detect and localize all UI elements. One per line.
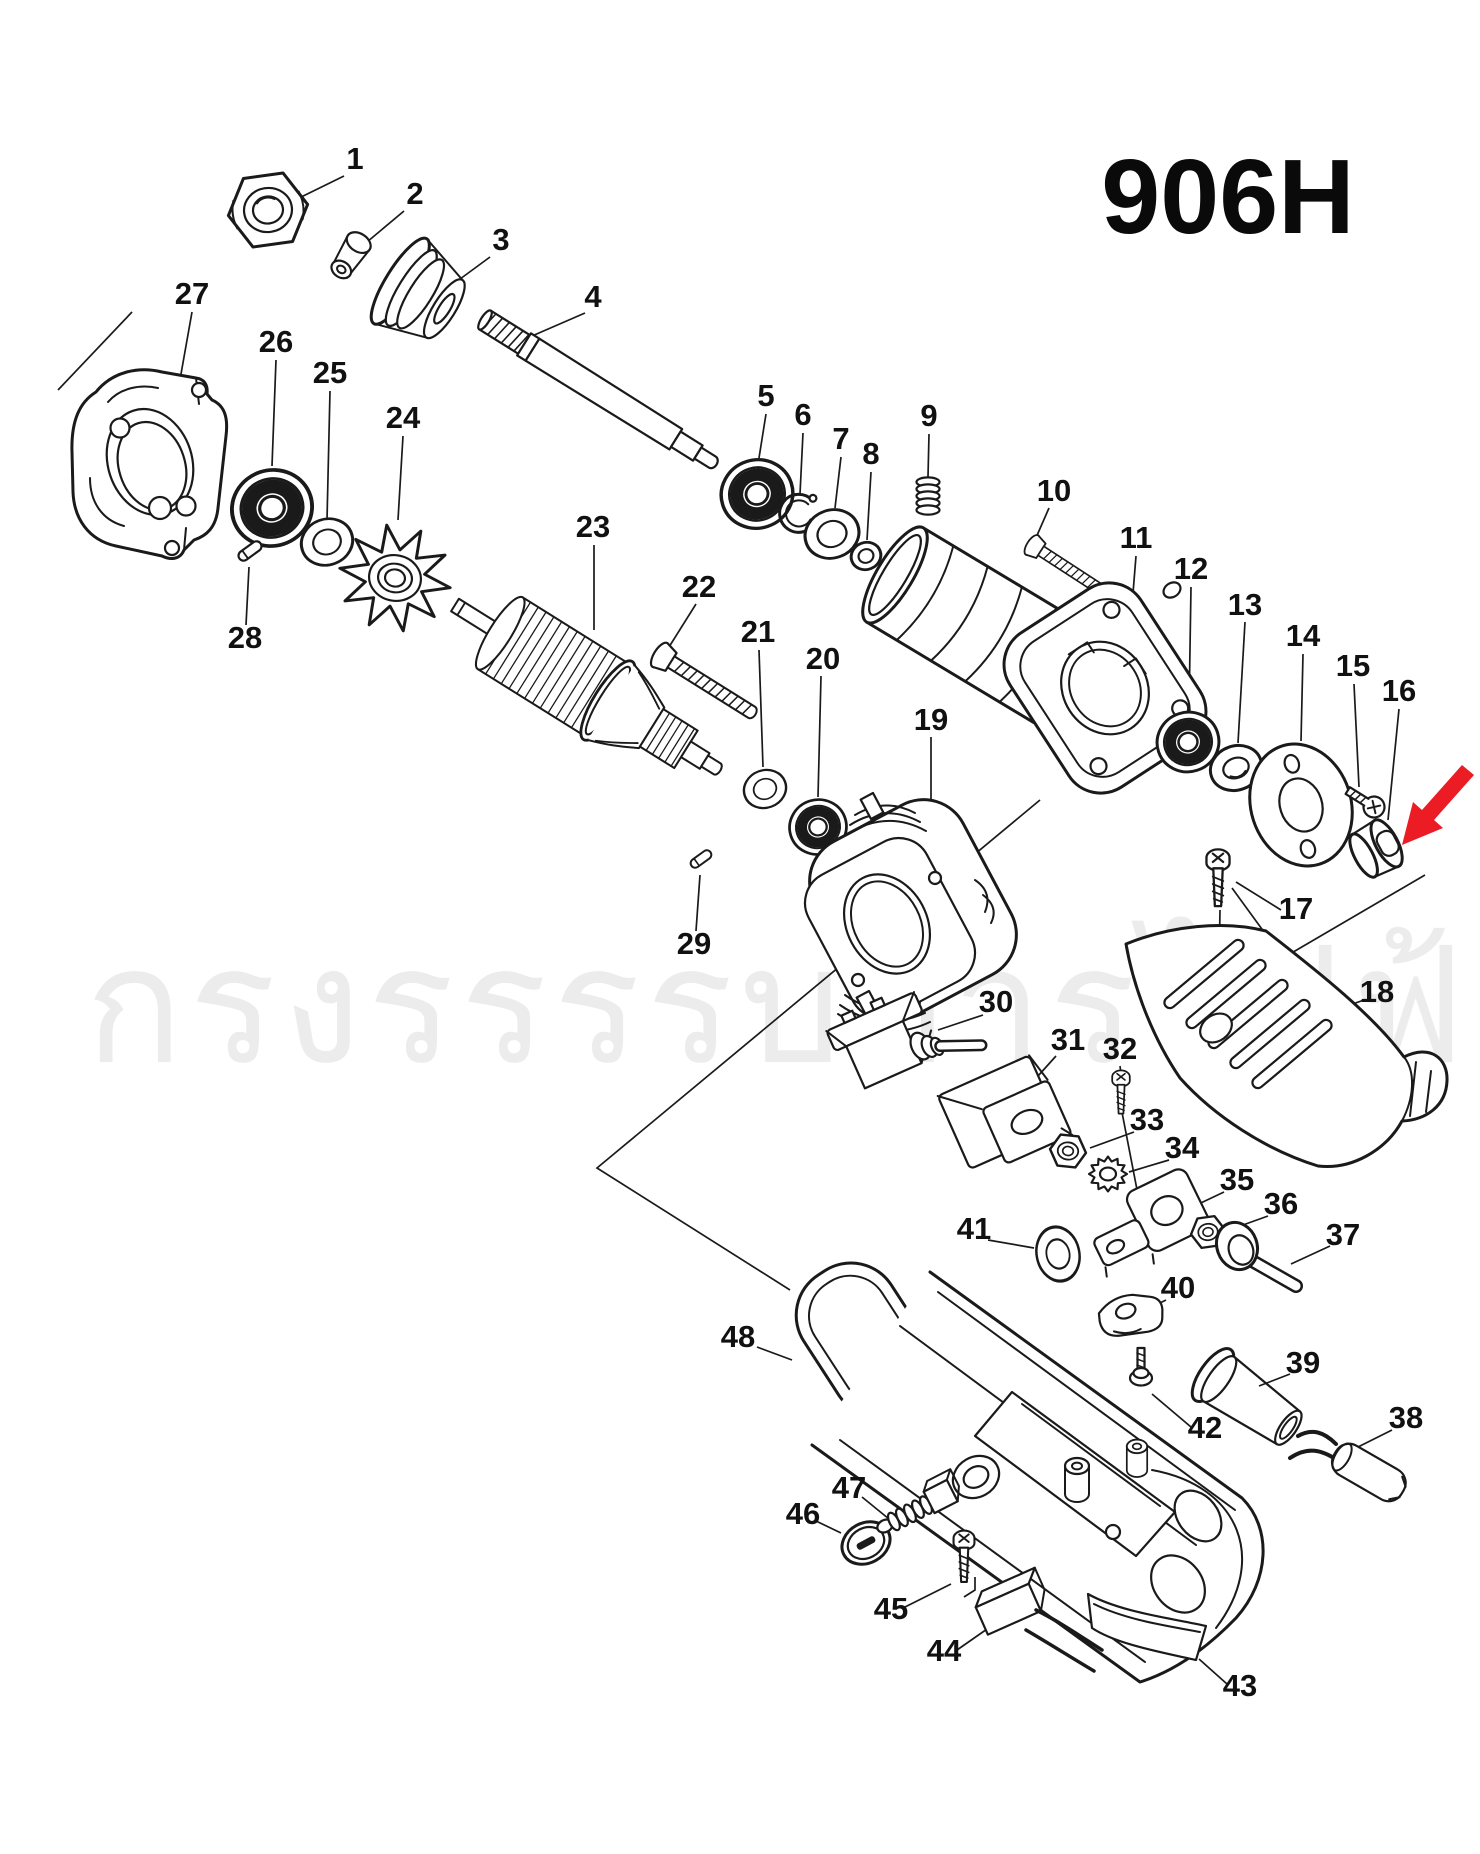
part-15-screw — [1344, 786, 1386, 819]
part-label-6: 6 — [794, 397, 811, 432]
part-label-14: 14 — [1286, 618, 1321, 653]
part-label-21: 21 — [741, 614, 775, 649]
part-label-27: 27 — [175, 276, 209, 311]
part-35-bracket-plate — [1093, 1168, 1214, 1278]
part-label-2: 2 — [406, 176, 423, 211]
part-label-12: 12 — [1174, 551, 1208, 586]
part-17-screw — [1205, 848, 1231, 908]
part-2-collet — [330, 231, 372, 280]
parts — [70, 171, 1449, 1684]
part-30-switch — [825, 991, 988, 1090]
part-label-26: 26 — [259, 324, 293, 359]
part-label-24: 24 — [386, 400, 421, 435]
part-43-cover-plate — [1086, 1592, 1208, 1662]
part-label-15: 15 — [1336, 648, 1370, 683]
part-label-8: 8 — [862, 436, 879, 471]
part-label-38: 38 — [1389, 1400, 1423, 1435]
part-46-brush-cap — [840, 1520, 892, 1566]
part-23-armature — [450, 595, 723, 776]
part-4-spindle — [477, 309, 719, 470]
part-label-45: 45 — [874, 1591, 908, 1626]
part-24-fan — [338, 523, 452, 633]
part-label-20: 20 — [806, 641, 840, 676]
part-37-lever — [1214, 1220, 1303, 1293]
part-label-10: 10 — [1037, 473, 1071, 508]
part-label-48: 48 — [721, 1319, 755, 1354]
part-28-pin — [235, 538, 265, 564]
part-label-4: 4 — [584, 279, 602, 314]
part-label-7: 7 — [832, 421, 849, 456]
part-9-spring — [915, 476, 941, 516]
part-18-cover — [1124, 924, 1449, 1169]
part-label-9: 9 — [920, 398, 937, 433]
part-label-17: 17 — [1279, 891, 1313, 926]
part-41-ring — [1029, 1221, 1087, 1287]
red-arrow-annotation — [1402, 765, 1474, 845]
part-label-1: 1 — [346, 141, 363, 176]
part-label-11: 11 — [1120, 520, 1153, 555]
part-label-44: 44 — [927, 1633, 962, 1668]
part-29-pin — [687, 847, 715, 871]
part-label-31: 31 — [1051, 1022, 1085, 1057]
part-label-22: 22 — [682, 569, 716, 604]
part-11-housing-flange — [861, 525, 1208, 795]
part-label-5: 5 — [757, 378, 774, 413]
part-label-40: 40 — [1161, 1270, 1195, 1305]
part-39-boot — [1190, 1347, 1303, 1446]
part-16-sleeve — [1348, 818, 1404, 879]
part-47-carbon-brush — [876, 1468, 960, 1534]
part-label-35: 35 — [1220, 1162, 1254, 1197]
part-label-32: 32 — [1103, 1031, 1137, 1066]
part-40-clamp — [1097, 1293, 1164, 1337]
part-label-29: 29 — [677, 926, 711, 961]
part-48-housing — [794, 1261, 1265, 1684]
part-27-bearing-plate — [70, 368, 229, 560]
part-label-36: 36 — [1264, 1186, 1298, 1221]
model-title: 906H — [1101, 138, 1354, 256]
part-label-41: 41 — [957, 1211, 991, 1246]
part-3-collet-holder — [369, 236, 466, 340]
part-label-19: 19 — [914, 702, 948, 737]
part-label-23: 23 — [576, 509, 610, 544]
part-labels: 1 2 3 4 5 6 7 8 9 10 11 12 13 14 15 16 1… — [175, 141, 1423, 1703]
part-label-13: 13 — [1228, 587, 1262, 622]
part-38-cord — [1288, 1429, 1407, 1503]
part-label-42: 42 — [1188, 1410, 1222, 1445]
part-label-39: 39 — [1286, 1345, 1320, 1380]
part-5-bearing — [712, 450, 801, 537]
part-44-brush-block — [974, 1566, 1104, 1673]
part-label-25: 25 — [313, 355, 347, 390]
part-19-stator — [803, 791, 1018, 1033]
part-1-nut — [226, 171, 310, 249]
part-label-37: 37 — [1326, 1217, 1360, 1252]
part-13-seal-ring — [1208, 743, 1264, 793]
part-label-18: 18 — [1360, 974, 1394, 1009]
part-21-washer — [737, 762, 793, 816]
part-label-33: 33 — [1130, 1102, 1164, 1137]
part-34-lock-washer — [1087, 1155, 1129, 1193]
part-31-condenser — [936, 1054, 1074, 1169]
part-label-16: 16 — [1382, 673, 1416, 708]
part-label-47: 47 — [832, 1470, 866, 1505]
part-42-screw — [1128, 1346, 1154, 1387]
part-label-43: 43 — [1223, 1668, 1257, 1703]
part-label-28: 28 — [228, 620, 262, 655]
part-label-34: 34 — [1165, 1130, 1200, 1165]
part-label-46: 46 — [786, 1496, 820, 1531]
part-label-3: 3 — [492, 222, 509, 257]
part-label-30: 30 — [979, 984, 1013, 1019]
